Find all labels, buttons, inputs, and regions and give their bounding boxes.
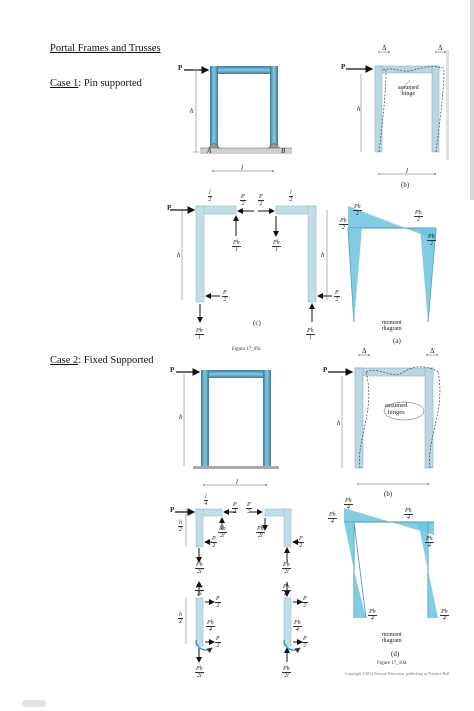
case1-label: Case 1 — [50, 78, 79, 89]
page-indicator[interactable] — [22, 700, 46, 707]
case2-deflected-frame — [328, 354, 441, 485]
case1-frame — [184, 66, 292, 172]
support-a: A — [207, 147, 212, 155]
case1-heading: Case 1: Pin supported — [50, 78, 142, 89]
case1-load-p: P — [178, 64, 183, 72]
figure-label-d: (d) — [391, 650, 400, 658]
case2-free-body — [175, 508, 303, 663]
case1-fb-p: P — [167, 204, 172, 212]
case2-l: l — [236, 478, 238, 486]
scrollbar-thumb[interactable] — [470, 0, 474, 200]
figure-caption-2: Figure 17_10d — [377, 661, 407, 666]
case1-fb-h-left: h — [177, 251, 181, 259]
case1-deflected-frame — [346, 50, 449, 175]
case1-delta-right: Δ — [438, 44, 443, 52]
support-b: B — [281, 147, 286, 155]
figure-label-b2: (b) — [384, 490, 393, 498]
case2-fb-p: P — [170, 506, 175, 514]
figure-label-a: (a) — [393, 337, 401, 345]
case1-moment-diagram — [347, 206, 437, 323]
figure-label-b1: (b) — [401, 181, 410, 189]
case2-moment-diagram — [344, 508, 438, 619]
assumed-hinges-label: assumed hinges — [385, 402, 408, 416]
figure-caption-1: Figure 17_09c — [232, 347, 262, 352]
case2-delta-left: Δ — [362, 347, 367, 355]
case2-deflect-h: h — [337, 419, 341, 427]
case1-delta-left: Δ — [382, 44, 387, 52]
document-title: Portal Frames and Trusses — [50, 43, 161, 54]
moment-diagram-label-2: moment diagram — [382, 632, 402, 644]
case1-deflect-p: P — [341, 63, 346, 71]
case1-h: h — [190, 107, 194, 115]
case2-suffix: : Fixed Supported — [78, 355, 154, 366]
case2-label: Case 2 — [50, 355, 79, 366]
case1-fb-h-right: h — [321, 251, 325, 259]
case1-deflect-l: l — [406, 167, 408, 175]
case2-delta-right: Δ — [430, 347, 435, 355]
figure-label-c: (c) — [253, 319, 261, 327]
case2-load-p: P — [170, 366, 175, 374]
case2-deflect-p: P — [323, 366, 328, 374]
case1-deflect-h: h — [357, 105, 361, 113]
assumed-hinge-label: assumed hinge — [398, 85, 419, 97]
copyright-line: Copyright ©2014 Pearson Education, publi… — [345, 671, 450, 676]
moment-diagram-label-1: moment diagram — [382, 320, 402, 332]
case1-l: l — [241, 164, 243, 172]
case1-suffix: : Pin supported — [78, 78, 142, 89]
case1-free-body — [170, 205, 332, 323]
case2-frame — [176, 368, 279, 486]
case2-h: h — [179, 413, 183, 421]
case2-heading: Case 2: Fixed Supported — [50, 355, 154, 366]
